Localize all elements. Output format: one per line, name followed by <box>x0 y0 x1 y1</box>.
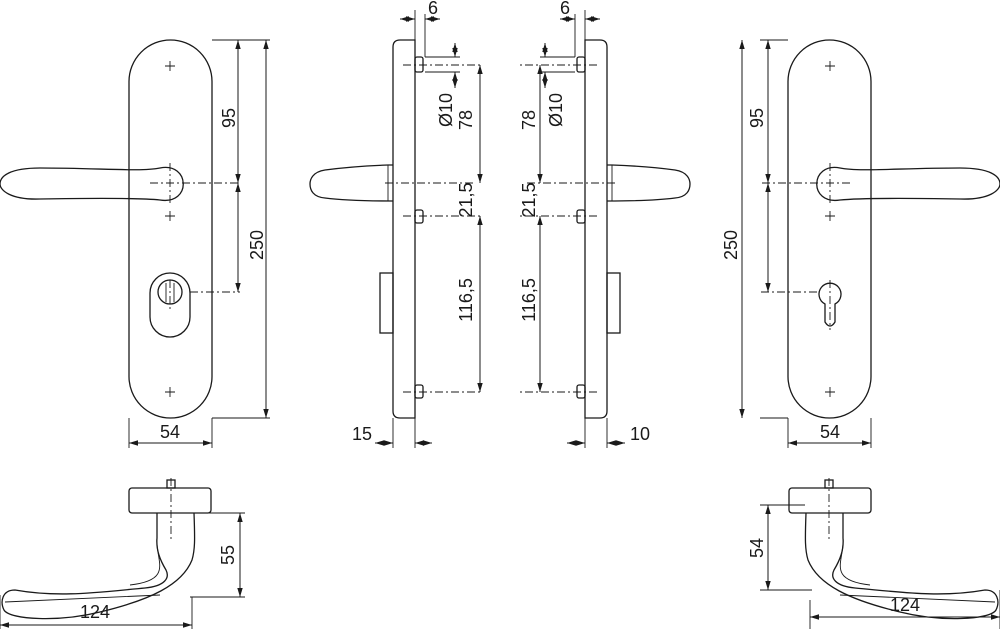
dim-handle-height: 54 <box>747 538 767 558</box>
dim-top-to-handle: 78 <box>456 110 476 130</box>
dim-handle-length: 124 <box>80 602 110 622</box>
dim-handle-to-pin: 21,5 <box>456 182 476 217</box>
screw-hole-icon <box>164 60 176 72</box>
dim-handle-height: 55 <box>218 545 238 565</box>
right-dimensions: 95 250 54 6 Ø10 78 21,5 116,5 10 54 124 <box>519 0 1000 620</box>
dim-pin-diameter: Ø10 <box>546 93 566 127</box>
dim-handle-to-top: 95 <box>219 108 239 128</box>
dim-total-height: 250 <box>247 230 267 260</box>
lever-handle <box>0 166 184 201</box>
dim-pin-diameter: Ø10 <box>436 93 456 127</box>
dim-pin-to-bottom: 116,5 <box>456 278 476 322</box>
profile-cylinder-keyhole <box>818 282 842 327</box>
dim-handle-to-top: 95 <box>747 108 767 128</box>
escutcheon-plate <box>128 39 213 419</box>
cylinder-escutcheon <box>149 272 191 338</box>
right-geometry <box>519 9 1000 629</box>
dim-thickness: 15 <box>352 424 372 444</box>
dim-total-height: 250 <box>721 230 741 260</box>
left-side-view: 6 Ø10 78 21,5 116,5 15 <box>309 0 483 449</box>
dim-width: 54 <box>160 422 180 442</box>
left-top-view: 55 124 <box>0 477 245 629</box>
dim-width: 54 <box>820 422 840 442</box>
dim-pin-offset: 6 <box>560 0 570 18</box>
dim-top-to-handle: 78 <box>519 110 539 130</box>
dim-handle-to-pin: 21,5 <box>519 182 539 217</box>
dim-pin-offset: 6 <box>428 0 438 18</box>
screw-hole-icon <box>164 386 176 398</box>
dim-thickness: 10 <box>630 424 650 444</box>
screw-hole-icon <box>164 210 176 222</box>
dim-handle-length: 124 <box>890 595 920 615</box>
left-front-view: 95 250 54 <box>0 39 270 448</box>
dim-pin-to-bottom: 116,5 <box>519 278 539 322</box>
